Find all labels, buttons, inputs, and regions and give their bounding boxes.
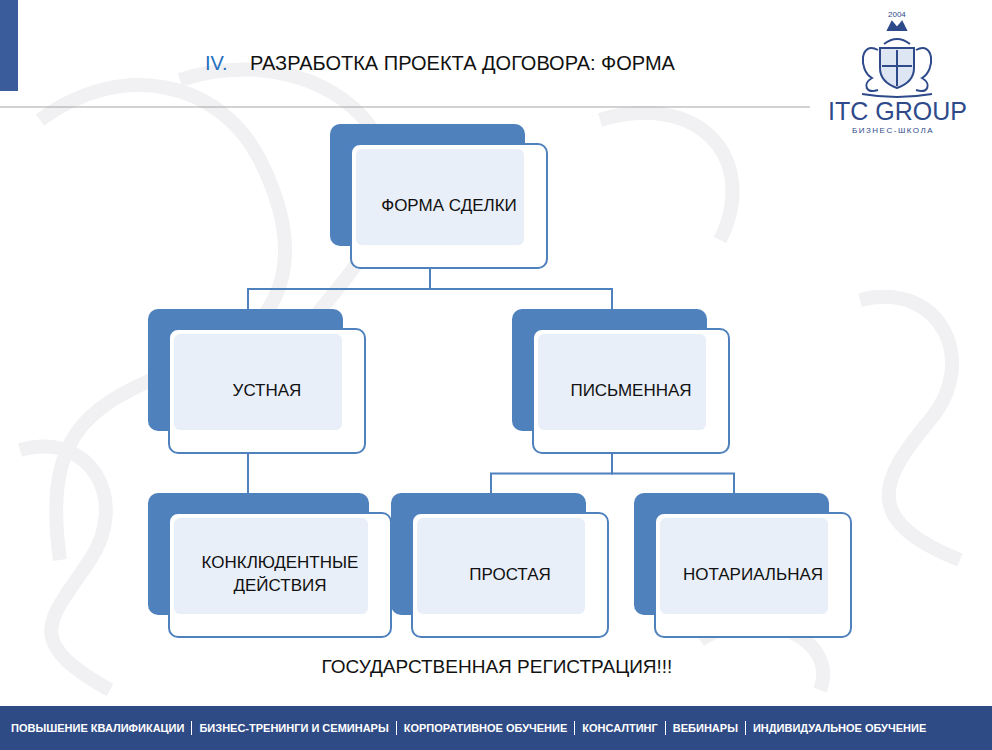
tree-connector — [248, 269, 430, 309]
box-label: ПРОСТАЯ — [457, 556, 563, 595]
header-accent-bar — [0, 0, 18, 91]
tree-connector — [612, 454, 734, 493]
tree-connector — [247, 454, 249, 493]
process-box: ПИСЬМЕННАЯ — [512, 309, 730, 454]
box-label: КОНКЛЮДЕНТНЫЕ ДЕЙСТВИЯ — [180, 544, 380, 606]
logo-subtitle: БИЗНЕС-ШКОЛА — [852, 126, 934, 135]
footer-item: ПОВЫШЕНИЕ КВАЛИФИКАЦИИ — [8, 721, 191, 735]
footer-bar: ПОВЫШЕНИЕ КВАЛИФИКАЦИИБИЗНЕС-ТРЕНИНГИ И … — [0, 706, 992, 750]
process-box: КОНКЛЮДЕНТНЫЕ ДЕЙСТВИЯ — [148, 493, 392, 638]
tree-connector — [430, 269, 612, 309]
box-label: УСТНАЯ — [221, 372, 314, 411]
footer-item: ИНДИВИДУАЛЬНОЕ ОБУЧЕНИЕ — [745, 721, 933, 735]
footer-item: КОНСАЛТИНГ — [574, 721, 665, 735]
note-text: ГОСУДАРСТВЕННАЯ РЕГИСТРАЦИЯ!!! — [322, 656, 673, 678]
box-label: НОТАРИАЛЬНАЯ — [671, 556, 835, 595]
process-box: НОТАРИАЛЬНАЯ — [634, 493, 852, 638]
box-face: УСТНАЯ — [168, 328, 366, 454]
process-box: УСТНАЯ — [148, 309, 366, 454]
logo-crest — [862, 22, 932, 97]
box-face: ПИСЬМЕННАЯ — [532, 328, 730, 454]
slide-title: РАЗРАБОТКА ПРОЕКТА ДОГОВОРА: ФОРМА — [250, 52, 675, 75]
watermark-ornament — [20, 69, 960, 690]
logo-year: 2004 — [888, 10, 906, 19]
process-box: ФОРМА СДЕЛКИ — [330, 124, 548, 269]
section-number: IV. — [205, 52, 228, 75]
footer-item: БИЗНЕС-ТРЕНИНГИ И СЕМИНАРЫ — [191, 721, 395, 735]
box-face: КОНКЛЮДЕНТНЫЕ ДЕЙСТВИЯ — [168, 512, 392, 638]
box-label: ПИСЬМЕННАЯ — [558, 372, 703, 411]
logo-brand: ITC GROUP — [828, 97, 967, 126]
box-face: НОТАРИАЛЬНАЯ — [654, 512, 852, 638]
box-label: ФОРМА СДЕЛКИ — [369, 187, 529, 226]
tree-connector — [491, 454, 612, 493]
box-face: ПРОСТАЯ — [411, 512, 609, 638]
footer-item: ВЕБИНАРЫ — [665, 721, 745, 735]
footer-item: КОРПОРАТИВНОЕ ОБУЧЕНИЕ — [396, 721, 575, 735]
process-box: ПРОСТАЯ — [391, 493, 609, 638]
header-rule — [0, 106, 810, 107]
box-face: ФОРМА СДЕЛКИ — [350, 143, 548, 269]
